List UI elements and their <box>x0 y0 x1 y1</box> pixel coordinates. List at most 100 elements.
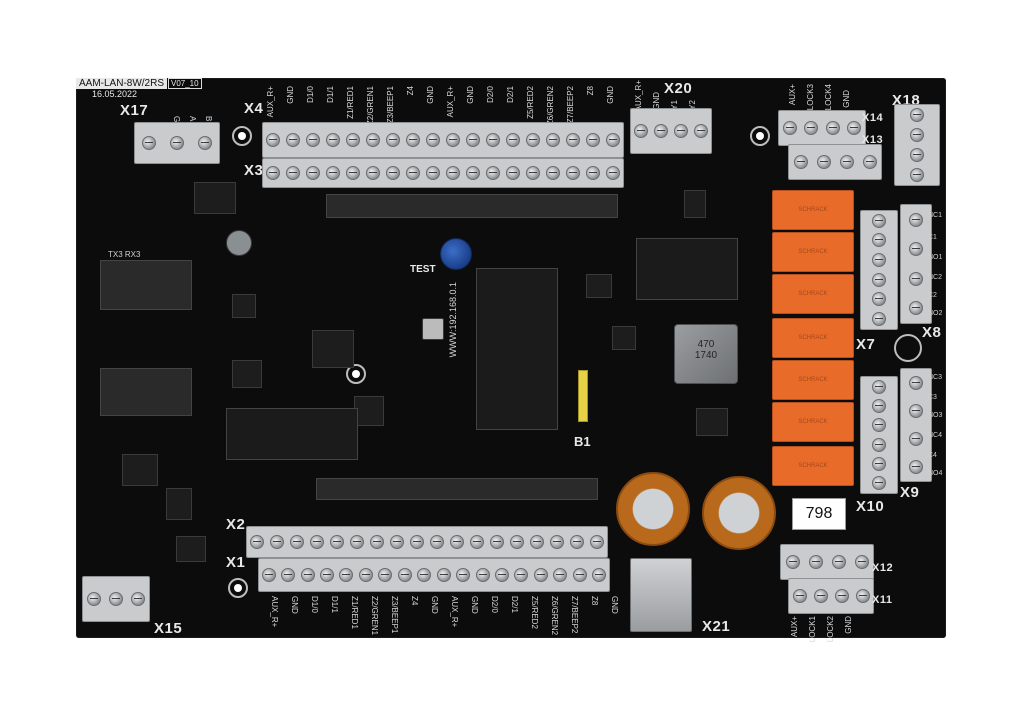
x15-label: X15 <box>154 620 183 637</box>
x11-pin-lock2: LOCK2 <box>826 616 835 643</box>
top-pin-label: Z2/GREN1 <box>366 86 375 126</box>
x17-terminal[interactable] <box>134 122 220 164</box>
power-inductor: 470 1740 <box>674 324 738 384</box>
ethernet-port-x21[interactable] <box>630 558 692 632</box>
x7-label: X7 <box>856 336 876 353</box>
bottom-pin-label: Z7/BEEP2 <box>570 596 579 634</box>
x8-label: X8 <box>922 324 942 341</box>
x20-terminal[interactable] <box>630 108 712 154</box>
relay-terminal-label: NO3 <box>928 412 943 419</box>
relay-terminal-label: NC4 <box>928 432 943 439</box>
x14-pin-aux: AUX+ <box>788 84 797 106</box>
test-button[interactable] <box>422 318 444 340</box>
test-button-label: TEST <box>410 264 436 275</box>
pcb-board: AAM-LAN-8W/2RS V07_10 16.05.2022 X17 GND… <box>76 78 946 642</box>
electrolytic-capacitor-2 <box>702 476 776 550</box>
bottom-pin-label: Z5/RED2 <box>530 596 539 629</box>
serial-sticker: 798 <box>792 498 846 530</box>
top-pin-label: D2/1 <box>506 86 515 103</box>
inductor-code-top: 470 <box>697 339 715 350</box>
mounting-hole-right <box>894 334 922 362</box>
x9-label: X9 <box>900 484 920 501</box>
x4-terminal[interactable] <box>262 122 624 158</box>
x17-pin-a1: A1 <box>188 116 197 126</box>
bottom-pin-label: D2/1 <box>510 596 519 613</box>
ic-chip <box>612 326 636 350</box>
ic-chip <box>122 454 158 486</box>
top-pin-label: D1/0 <box>306 86 315 103</box>
ic-chip <box>232 360 262 388</box>
blue-capacitor <box>440 238 472 270</box>
smd-component-array <box>226 408 358 460</box>
top-pin-label: Z7/BEEP2 <box>566 86 575 124</box>
relay-terminal-label: NC2 <box>928 274 943 281</box>
smd-component-array <box>316 478 598 500</box>
ic-chip <box>312 330 354 368</box>
top-pin-label: D1/1 <box>326 86 335 103</box>
bottom-pin-label: D1/0 <box>310 596 319 613</box>
smd-component-array <box>100 368 192 416</box>
top-pin-label: Z6/GREN2 <box>546 86 555 126</box>
x10-terminal[interactable] <box>900 368 932 482</box>
x14-pin-gnd: GND <box>842 90 851 108</box>
ic-chip <box>176 536 206 562</box>
x11-terminal[interactable] <box>788 578 874 614</box>
board-version-label: V07_10 <box>168 78 202 89</box>
top-pin-label: AUX_R+ <box>266 86 275 118</box>
board-model-label: AAM-LAN-8W/2RS <box>76 78 168 89</box>
x9-terminal[interactable] <box>860 376 898 494</box>
x18-terminal[interactable] <box>894 104 940 186</box>
top-pin-label: GND <box>286 86 295 104</box>
x3-label: X3 <box>244 162 264 179</box>
bottom-pin-label: D2/0 <box>490 596 499 613</box>
x14-label: X14 <box>862 112 884 124</box>
top-pin-label: Z5/RED2 <box>526 86 535 119</box>
x12-terminal[interactable] <box>780 544 874 580</box>
relay-terminal-label: NO1 <box>928 254 943 261</box>
relay-2: SCHRACK <box>772 232 854 272</box>
top-pin-label: GND <box>466 86 475 104</box>
x10-label: X10 <box>856 498 885 515</box>
bottom-pin-labels: AUX_R+ GND D1/0 D1/1 Z1/RED1 Z2/GREN1 Z3… <box>266 596 619 636</box>
smd-component-array <box>636 238 738 300</box>
x15-terminal[interactable] <box>82 576 150 622</box>
x11-pin-aux: AUX+ <box>790 616 799 638</box>
x20-pin-aux: AUX_R+ <box>634 80 643 112</box>
relay-3: SCHRACK <box>772 274 854 314</box>
mounting-hole-center <box>346 364 366 384</box>
relay-5: SCHRACK <box>772 360 854 400</box>
x12-label: X12 <box>872 562 894 574</box>
bottom-pin-label: Z2/GREN1 <box>370 596 379 636</box>
x7-terminal[interactable] <box>860 210 898 330</box>
x14-terminal[interactable] <box>778 110 866 146</box>
relay-terminal-label: C4 <box>928 452 937 459</box>
relay-4: SCHRACK <box>772 318 854 358</box>
x13-terminal[interactable] <box>788 144 882 180</box>
x17-label: X17 <box>120 102 149 119</box>
x11-pin-gnd: GND <box>844 616 853 634</box>
x2-terminal[interactable] <box>246 526 608 558</box>
bottom-pin-label: D1/1 <box>330 596 339 613</box>
electrolytic-capacitor-small <box>226 230 252 256</box>
relay-terminal-label: C1 <box>928 234 937 241</box>
bottom-pin-label: AUX_R+ <box>270 596 279 628</box>
bottom-pin-label: GND <box>290 596 299 614</box>
relay-1: SCHRACK <box>772 190 854 230</box>
x11-label: X11 <box>872 594 893 606</box>
x8-terminal[interactable] <box>900 204 932 324</box>
mounting-hole-top-left <box>232 126 252 146</box>
ic-chip <box>232 294 256 318</box>
top-pin-label: D2/0 <box>486 86 495 103</box>
x13-label: X13 <box>862 134 884 146</box>
relay-7: SCHRACK <box>772 446 854 486</box>
relay-terminal-label: NC3 <box>928 374 943 381</box>
relay-terminal-label: NO4 <box>928 470 943 477</box>
x3-terminal[interactable] <box>262 158 624 188</box>
x14-pin-lock3: LOCK3 <box>806 84 815 111</box>
mounting-hole-bottom-left <box>228 578 248 598</box>
bottom-pin-label: GND <box>470 596 479 614</box>
bottom-pin-label: Z3/BEEP1 <box>390 596 399 634</box>
ic-chip <box>194 182 236 214</box>
x14-pin-lock4: LOCK4 <box>824 84 833 111</box>
x1-terminal[interactable] <box>258 558 610 592</box>
